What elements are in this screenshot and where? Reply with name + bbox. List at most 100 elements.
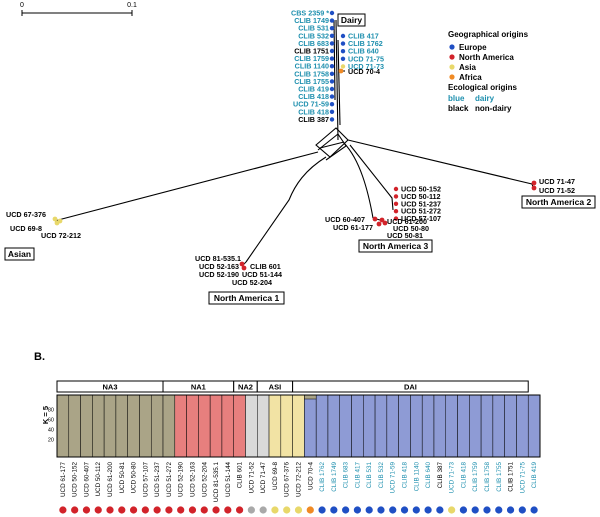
sample-label: UCD 71-75 bbox=[519, 462, 526, 494]
sample-label: UCD 51-144 bbox=[225, 462, 232, 497]
structure-bar bbox=[162, 394, 176, 458]
dot-na2-b bbox=[531, 185, 537, 191]
sample-dot bbox=[330, 506, 338, 514]
dot-na1-1 bbox=[239, 261, 245, 267]
legend-blue-key: blue bbox=[448, 94, 465, 103]
sample-label: UCD 50-80 bbox=[131, 462, 138, 494]
na1-right-2: UCD 51-144 bbox=[242, 270, 282, 279]
branch-reticulation-2 bbox=[317, 133, 347, 161]
dairy-col1-label: CLIB 683 bbox=[298, 39, 329, 48]
structure-bar bbox=[433, 394, 447, 458]
na1-label-box bbox=[208, 291, 285, 305]
dot-na3-m1 bbox=[379, 217, 385, 223]
structure-bar bbox=[292, 394, 305, 458]
sample-dot bbox=[118, 506, 126, 514]
group-header-label: ASI bbox=[269, 383, 282, 392]
dairy-col1-label: CLIB 1755 bbox=[294, 77, 329, 86]
branch-na3-2 bbox=[349, 144, 394, 211]
dairy-col1-dot bbox=[329, 86, 335, 92]
legend-black-value: non-dairy bbox=[475, 104, 512, 113]
structure-bar bbox=[386, 394, 399, 458]
dairy-col1-dot bbox=[329, 33, 335, 38]
na1-left-1: UCD 81-535.1 bbox=[195, 254, 241, 263]
dairy-col1-label: CLIB 418 bbox=[298, 107, 329, 116]
structure-bar bbox=[198, 394, 211, 458]
structure-bar bbox=[103, 394, 117, 458]
na2-leaf-1: UCD 71-47 bbox=[539, 177, 575, 186]
sample-dot bbox=[71, 506, 79, 514]
dairy-col1-dot bbox=[329, 41, 335, 46]
y-tick-label: 80 bbox=[48, 408, 54, 414]
dairy-col1-dot bbox=[329, 63, 335, 69]
dairy-col2-dot bbox=[340, 49, 346, 54]
structure-bar bbox=[327, 394, 340, 458]
sample-dot bbox=[153, 506, 161, 514]
dairy-col2-label: CLIB 417 bbox=[348, 32, 379, 41]
sample-dot bbox=[400, 506, 409, 514]
group-header-label: DAI bbox=[404, 383, 417, 392]
dot-asian-3 bbox=[57, 218, 63, 224]
structure-bar bbox=[398, 394, 411, 458]
na3-col-dot bbox=[393, 216, 399, 221]
k-label: K = 5 bbox=[41, 406, 50, 424]
na1-right-1: CLIB 601 bbox=[250, 262, 281, 271]
structure-bar bbox=[421, 394, 435, 458]
legend-dot-asia bbox=[449, 64, 455, 70]
sample-dot bbox=[106, 506, 114, 514]
structure-bar bbox=[209, 394, 223, 458]
branch-na2 bbox=[347, 139, 533, 185]
sample-label: CLIB 1759 bbox=[472, 462, 479, 492]
dairy-col1-dot bbox=[329, 56, 335, 61]
dairy-col1-dot bbox=[329, 102, 335, 107]
asian-leaf-1: UCD 67-376 bbox=[6, 210, 46, 219]
sample-dot bbox=[459, 506, 468, 514]
sample-dot bbox=[389, 506, 397, 514]
sample-label: UCD 72-212 bbox=[296, 462, 303, 497]
sample-label: CLIB 1762 bbox=[319, 462, 326, 492]
sample-label: CLIB 1755 bbox=[496, 462, 503, 492]
sample-label: CLIB 640 bbox=[425, 462, 432, 489]
na3-col-dot bbox=[393, 186, 399, 192]
branch-dairy-trunk bbox=[335, 19, 339, 141]
na3-col-dot bbox=[393, 201, 399, 206]
asian-label-box bbox=[4, 247, 35, 261]
sample-label: UCD 50-152 bbox=[72, 462, 79, 497]
scale-bar-left-label: 0 bbox=[20, 2, 24, 9]
y-tick-label: 20 bbox=[48, 438, 54, 444]
sample-label: CLIB 1749 bbox=[331, 462, 338, 492]
sample-dot bbox=[82, 506, 91, 514]
structure-bar bbox=[174, 394, 187, 458]
na1-left-3: UCD 52-190 bbox=[199, 270, 239, 279]
dairy-col2-dot bbox=[340, 41, 346, 46]
label-ucd704: UCD 70-4 bbox=[348, 67, 380, 76]
sample-label: UCD 71-73 bbox=[449, 462, 456, 494]
legend-blue-value: dairy bbox=[475, 94, 495, 103]
legend-asia: Asia bbox=[459, 63, 476, 72]
na2-leaf-2: UCD 71-52 bbox=[539, 186, 575, 195]
sample-dot bbox=[271, 506, 279, 514]
group-header-label: NA2 bbox=[238, 383, 253, 392]
sample-dot bbox=[188, 506, 197, 514]
dairy-col1-label: CLIB 387 bbox=[298, 115, 329, 124]
sample-dot bbox=[353, 506, 362, 514]
sample-label: CLIB 419 bbox=[531, 462, 538, 489]
sample-dot bbox=[224, 506, 232, 514]
sample-label: UCD 52-204 bbox=[201, 462, 208, 497]
sample-dot bbox=[200, 506, 208, 514]
na3-label: North America 3 bbox=[363, 241, 429, 251]
asian-leaf-2: UCD 69-8 bbox=[10, 224, 42, 233]
sample-label: CLIB 601 bbox=[237, 462, 244, 489]
sample-dot bbox=[342, 506, 350, 514]
sample-dot bbox=[495, 506, 503, 514]
legend-geo-title: Geographical origins bbox=[448, 30, 529, 39]
structure-bar-admix bbox=[304, 394, 317, 400]
sample-label: UCD 50-81 bbox=[119, 462, 126, 494]
structure-bar bbox=[92, 394, 105, 458]
y-tick-label: 60 bbox=[48, 418, 54, 424]
dot-na1-2 bbox=[241, 265, 247, 271]
dairy-col2-label: UCD 71-75 bbox=[348, 54, 384, 63]
dot-asian-1 bbox=[52, 216, 58, 222]
sample-dot bbox=[235, 506, 244, 514]
